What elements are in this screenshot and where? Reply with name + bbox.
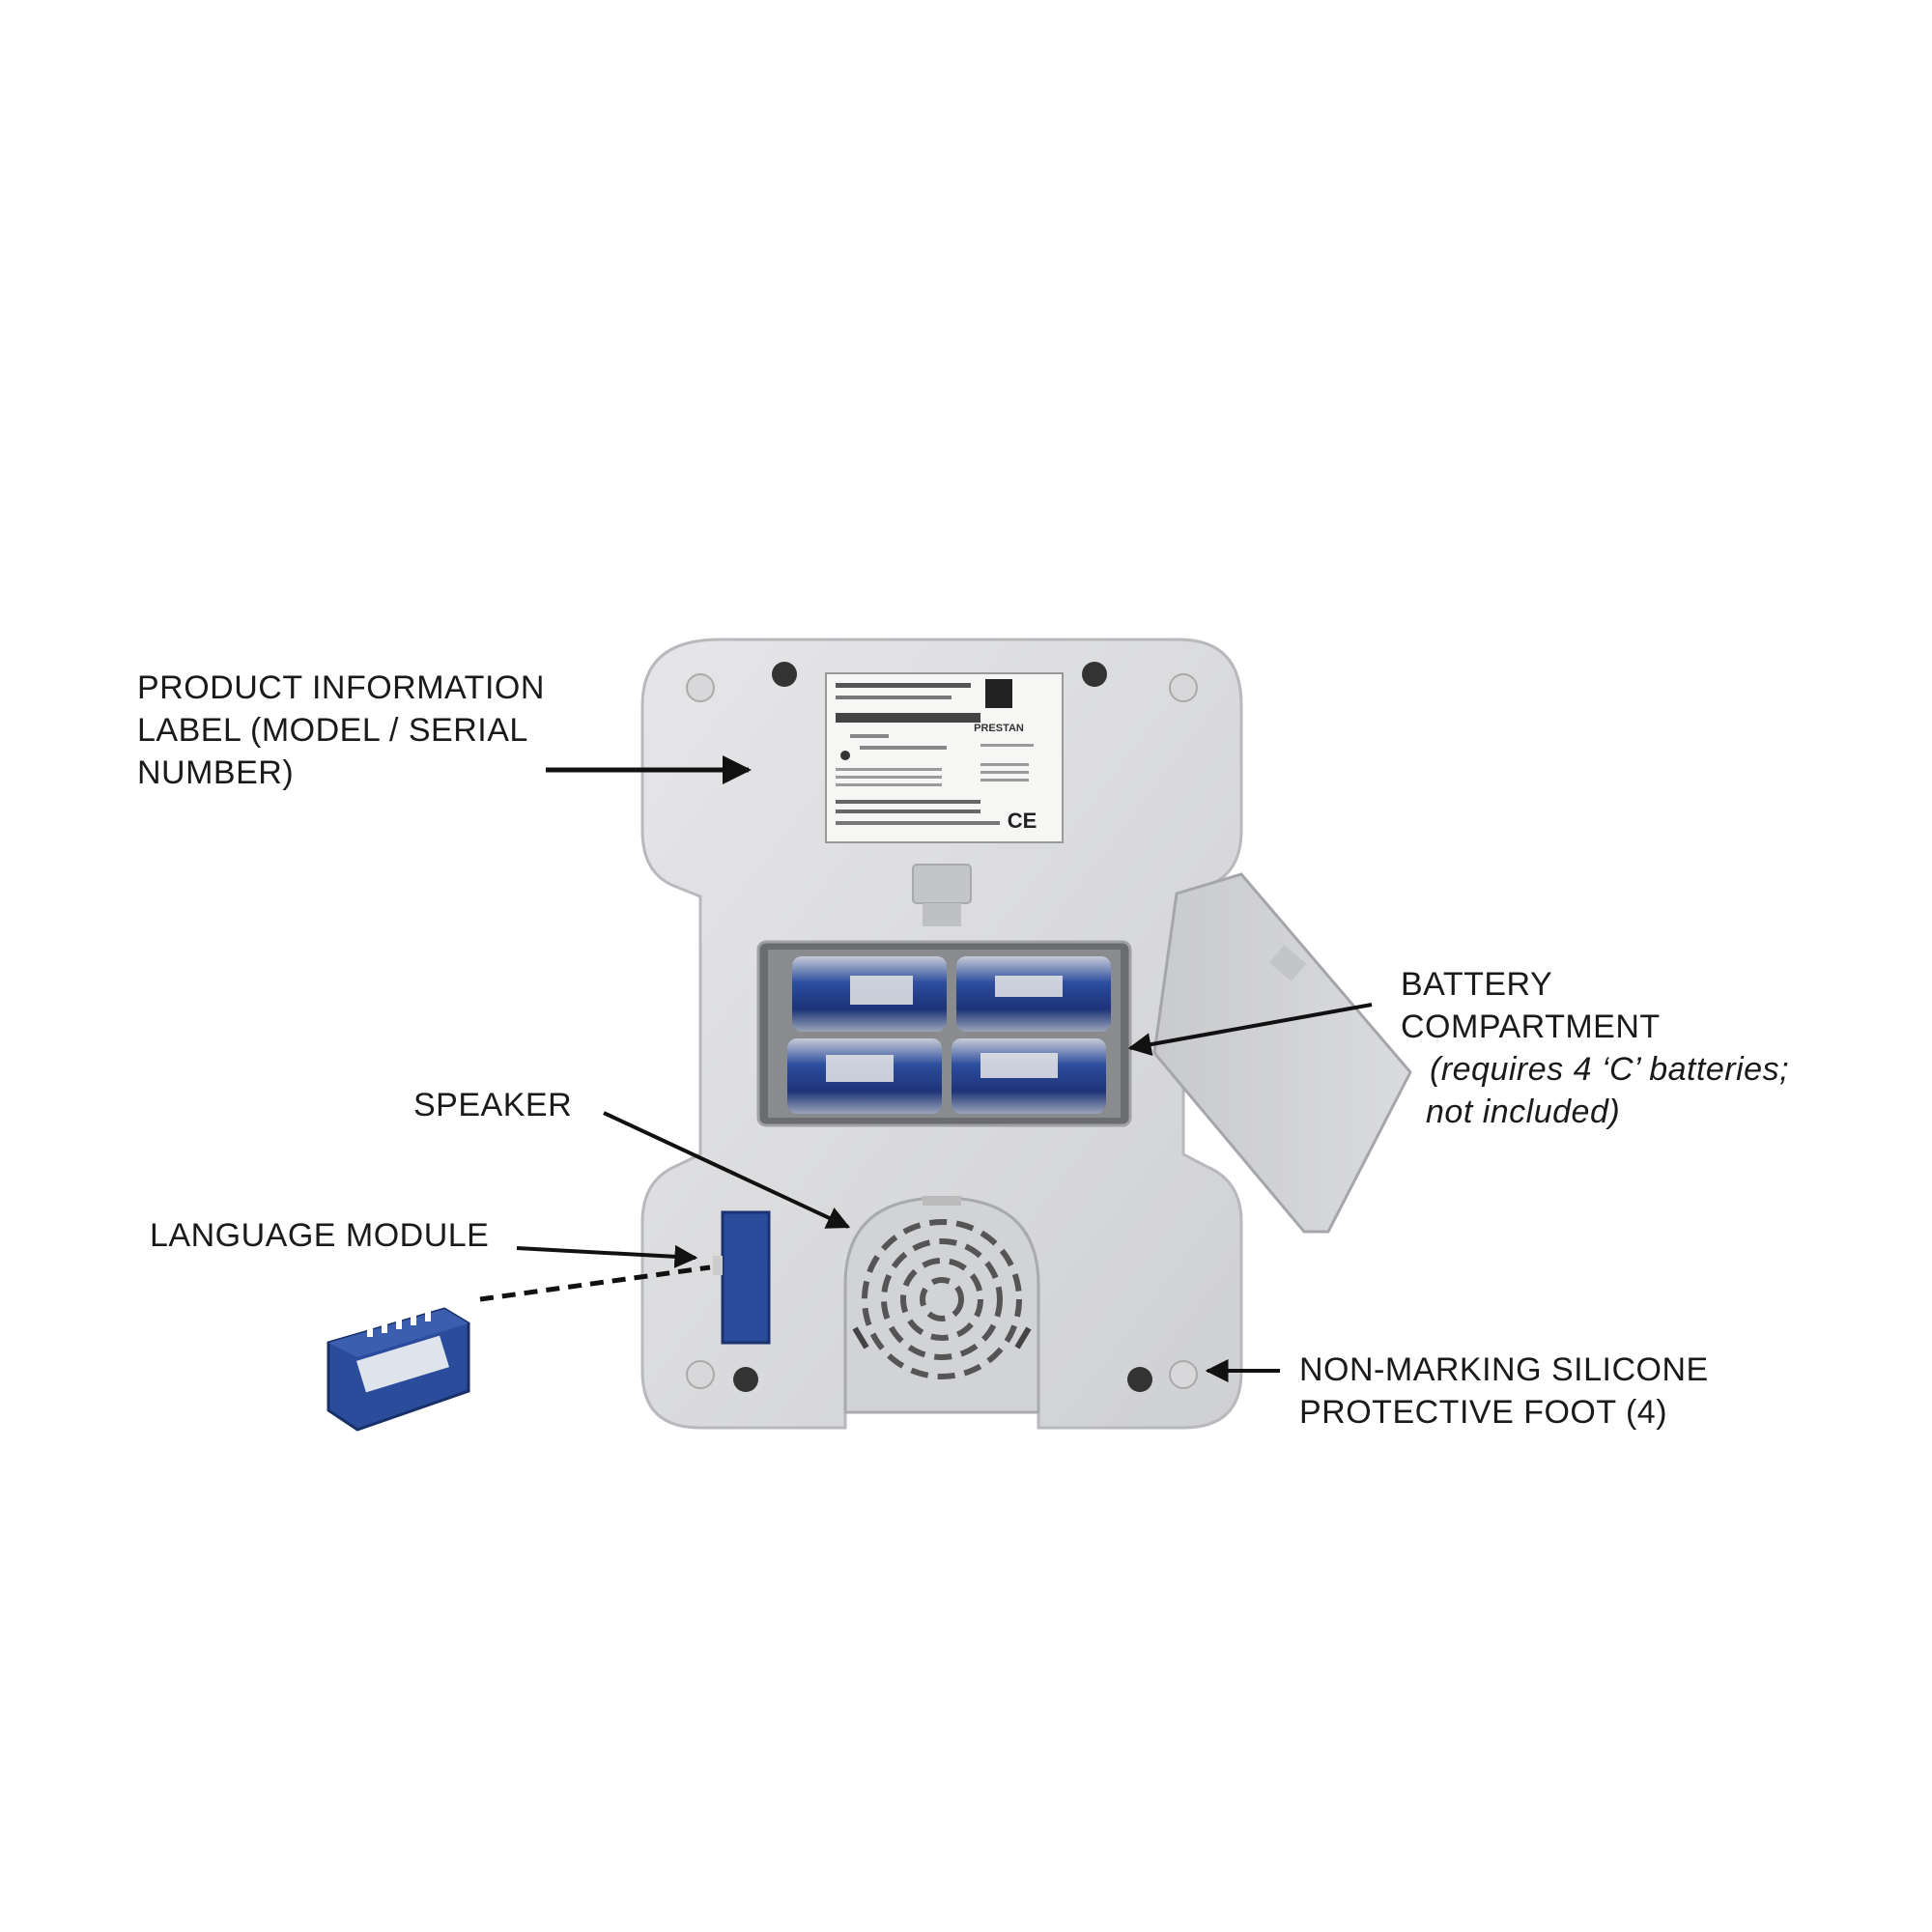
screw-hole <box>772 662 797 687</box>
battery-cell <box>952 1038 1106 1114</box>
battery-cell <box>792 956 947 1032</box>
top-right-foot <box>1169 673 1198 702</box>
speaker <box>843 1196 1040 1414</box>
top-left-foot <box>686 673 715 702</box>
language-module <box>327 1307 470 1432</box>
speaker-callout: SPEAKER <box>413 1084 572 1126</box>
language-module-arrow <box>516 1244 698 1268</box>
screw-hole <box>1127 1367 1152 1392</box>
ce-mark: CE <box>1008 809 1037 833</box>
battery-callout-line: COMPARTMENT <box>1401 1009 1661 1045</box>
battery-callout-note: not included) <box>1426 1094 1621 1130</box>
foot-callout-line: PROTECTIVE FOOT (4) <box>1299 1394 1668 1431</box>
foot-callout-line: NON-MARKING SILICONE <box>1299 1351 1709 1388</box>
screw-hole <box>733 1367 758 1392</box>
bottom-right-foot <box>1169 1360 1198 1389</box>
language-module-dashed-arrow <box>479 1264 711 1302</box>
foot-callout: NON-MARKING SILICONE PROTECTIVE FOOT (4) <box>1299 1349 1709 1434</box>
screw-hole <box>1082 662 1107 687</box>
battery-cell <box>956 956 1111 1032</box>
speaker-arrow <box>603 1111 851 1229</box>
speaker-grille-icon <box>862 1219 1022 1379</box>
product-label-callout-line: PRODUCT INFORMATION <box>137 669 545 706</box>
language-module-slot <box>713 1210 771 1345</box>
battery-cell <box>787 1038 942 1114</box>
battery-callout-line: BATTERY <box>1401 966 1553 1003</box>
speaker-callout-text: SPEAKER <box>413 1087 573 1123</box>
battery-lid <box>1152 872 1412 1234</box>
brand-logo-icon <box>985 679 1012 708</box>
product-label-callout: PRODUCT INFORMATION LABEL (MODEL / SERIA… <box>137 667 545 794</box>
product-info-label: PRESTAN CE <box>825 672 1064 843</box>
language-module-callout-text: LANGUAGE MODULE <box>150 1217 490 1254</box>
product-label-callout-line: NUMBER) <box>137 754 295 791</box>
language-module-callout: LANGUAGE MODULE <box>150 1214 489 1257</box>
product-label-callout-line: LABEL (MODEL / SERIAL <box>137 712 528 749</box>
battery-arrow <box>1127 1003 1373 1056</box>
battery-callout-note: (requires 4 ‘C’ batteries; <box>1430 1051 1790 1088</box>
battery-latch <box>912 864 972 926</box>
bottom-left-foot <box>686 1360 715 1389</box>
label-brand-text: PRESTAN <box>974 723 1024 734</box>
battery-callout: BATTERY COMPARTMENT (requires 4 ‘C’ batt… <box>1401 963 1789 1133</box>
